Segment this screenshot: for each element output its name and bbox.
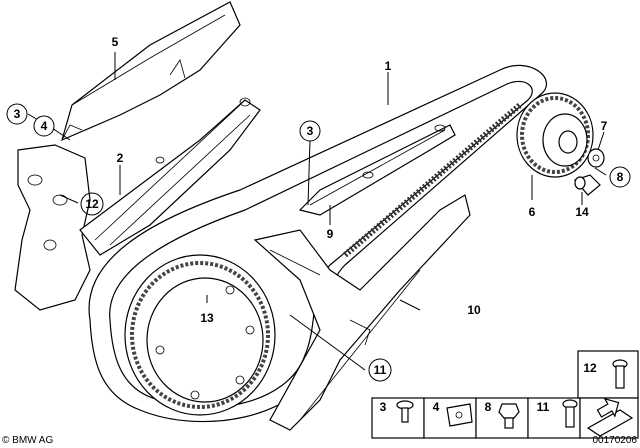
fastener-legend: 12 3 4 8 11 xyxy=(371,350,639,439)
callout-10: 10 xyxy=(467,303,481,317)
legend-4: 4 xyxy=(433,400,440,414)
legend-3: 3 xyxy=(380,400,387,414)
belt-tensioner xyxy=(298,124,456,216)
callout-1: 1 xyxy=(385,59,392,73)
bolt-8-icon xyxy=(498,403,520,429)
rear-belt-guard xyxy=(14,97,261,311)
callout-6: 6 xyxy=(529,205,536,219)
washer xyxy=(587,148,605,168)
callout-14: 14 xyxy=(575,205,589,219)
callout-9: 9 xyxy=(327,227,334,241)
diagram-code: 00170206 xyxy=(593,435,638,446)
callout-8: 8 xyxy=(617,170,624,184)
callouts: 5 1 3 4 2 3 7 8 12 6 14 9 13 10 11 xyxy=(6,35,631,382)
legend-11: 11 xyxy=(537,400,550,414)
legend-8: 8 xyxy=(485,400,492,414)
callout-11: 11 xyxy=(374,363,387,377)
clip-nut-4-icon xyxy=(446,403,473,427)
callout-7: 7 xyxy=(601,119,608,133)
screw-12-icon xyxy=(612,359,628,389)
upper-belt-cover xyxy=(61,1,241,142)
leader-lines xyxy=(27,52,607,371)
callout-4: 4 xyxy=(41,119,48,133)
callout-12: 12 xyxy=(85,197,99,211)
callout-2: 2 xyxy=(117,151,124,165)
callout-3-center: 3 xyxy=(307,124,314,138)
copyright: © BMW AG xyxy=(2,435,53,446)
screw-11-icon xyxy=(562,399,578,428)
callout-5: 5 xyxy=(112,35,119,49)
sprocket-bolt xyxy=(573,174,601,196)
front-sprocket xyxy=(516,92,594,178)
callout-13: 13 xyxy=(200,311,214,325)
rear-sprocket xyxy=(124,254,276,416)
washer-arrow-icon xyxy=(586,397,634,437)
callout-3-left: 3 xyxy=(14,107,21,121)
lower-belt-cover xyxy=(253,194,471,431)
legend-12: 12 xyxy=(583,361,597,375)
screw-3-icon xyxy=(396,400,414,423)
